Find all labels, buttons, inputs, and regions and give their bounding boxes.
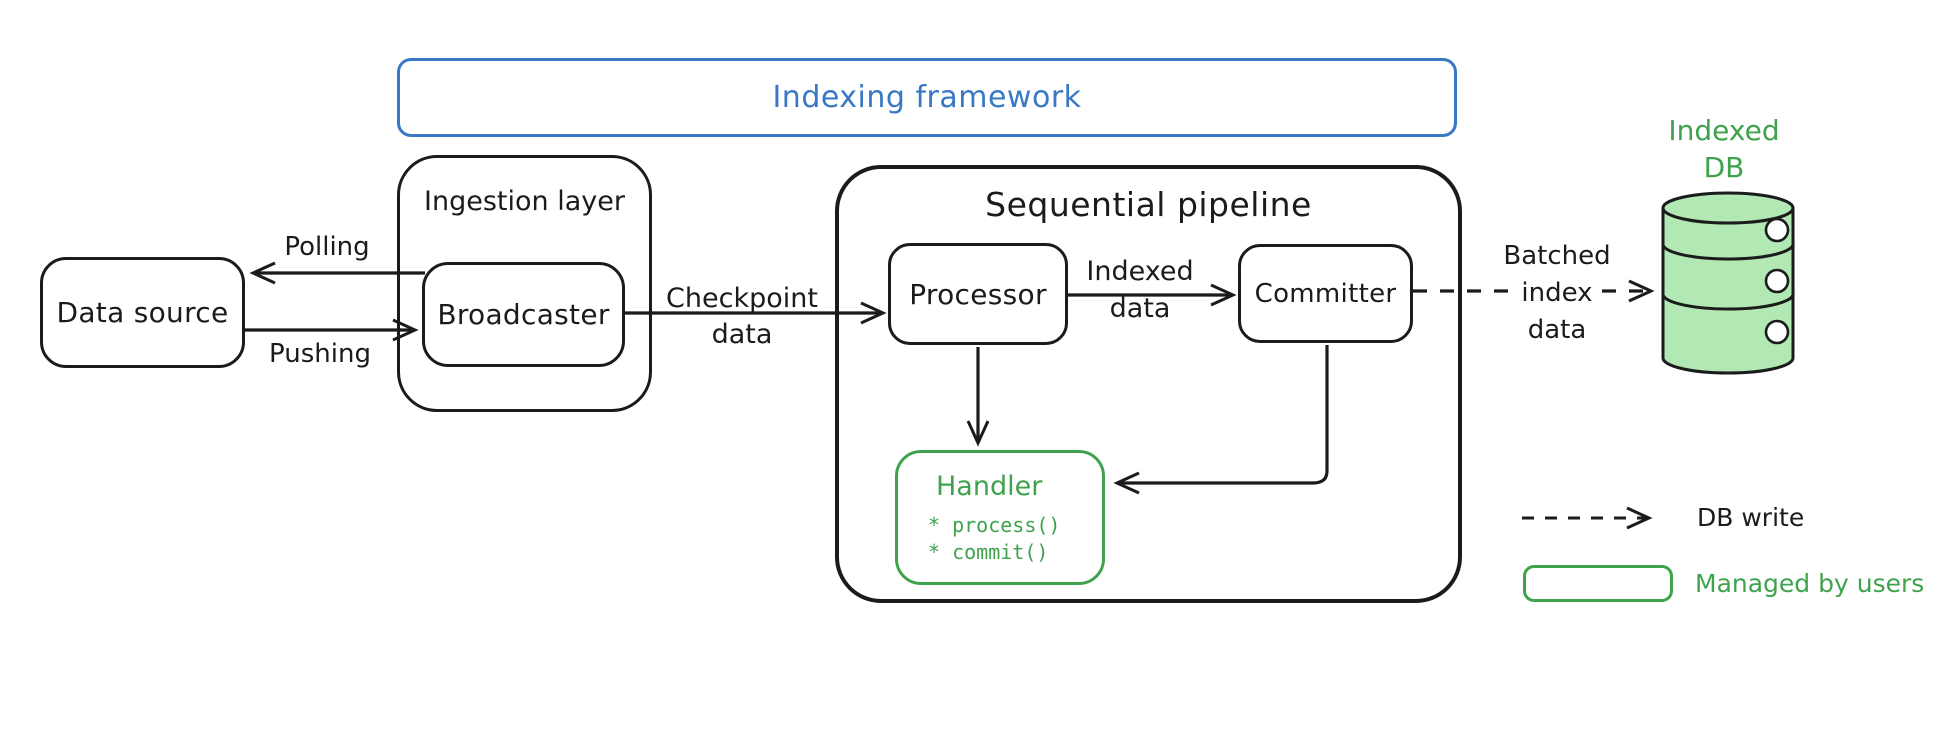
indexed-db-label-line1: Indexed: [1668, 114, 1780, 147]
handler-method-process: * process(): [928, 513, 1061, 537]
handler-methods: * process() * commit(): [928, 512, 1102, 566]
indexed-data-label-line2: data: [1109, 293, 1171, 324]
handler-title: Handler: [936, 471, 1043, 502]
checkpoint-data-label: Checkpoint data: [652, 281, 832, 353]
pushing-label: Pushing: [269, 339, 371, 369]
indexed-db-label: Indexed DB: [1648, 112, 1800, 186]
legend-managed-by-users-label: Managed by users: [1695, 569, 1925, 598]
data-source-box: Data source: [40, 257, 245, 368]
indexed-db-label-line2: DB: [1703, 151, 1745, 184]
data-source-label: Data source: [56, 296, 229, 329]
handler-method-commit: * commit(): [928, 540, 1049, 564]
sequential-pipeline-title: Sequential pipeline: [985, 185, 1312, 224]
committer-label: Committer: [1254, 278, 1397, 309]
batched-index-data-label-line3: data: [1527, 315, 1587, 345]
broadcaster-box: Broadcaster: [422, 262, 625, 367]
indexed-data-label: Indexed data: [1060, 253, 1220, 327]
batched-index-data-label-line2: index: [1516, 275, 1598, 312]
indexing-framework-title: Indexing framework: [772, 80, 1082, 115]
processor-label: Processor: [909, 277, 1047, 311]
ingestion-layer-title: Ingestion layer: [424, 186, 625, 217]
indexed-data-label-line1: Indexed: [1086, 256, 1194, 287]
legend-managed-by-users-box: [1523, 565, 1673, 602]
committer-box: Committer: [1238, 244, 1413, 343]
indexing-framework-frame: Indexing framework: [397, 58, 1457, 137]
handler-box: Handler * process() * commit(): [895, 450, 1105, 585]
database-icon: [1661, 191, 1795, 375]
checkpoint-data-label-line2: data: [711, 319, 773, 350]
checkpoint-data-label-line1: Checkpoint: [666, 283, 818, 314]
batched-index-data-label-line1: Batched: [1503, 241, 1611, 271]
polling-label: Polling: [284, 232, 370, 262]
broadcaster-label: Broadcaster: [437, 298, 610, 331]
batched-index-data-label: Batched index data: [1477, 238, 1637, 349]
processor-box: Processor: [888, 243, 1068, 345]
legend-db-write-label: DB write: [1697, 503, 1805, 532]
